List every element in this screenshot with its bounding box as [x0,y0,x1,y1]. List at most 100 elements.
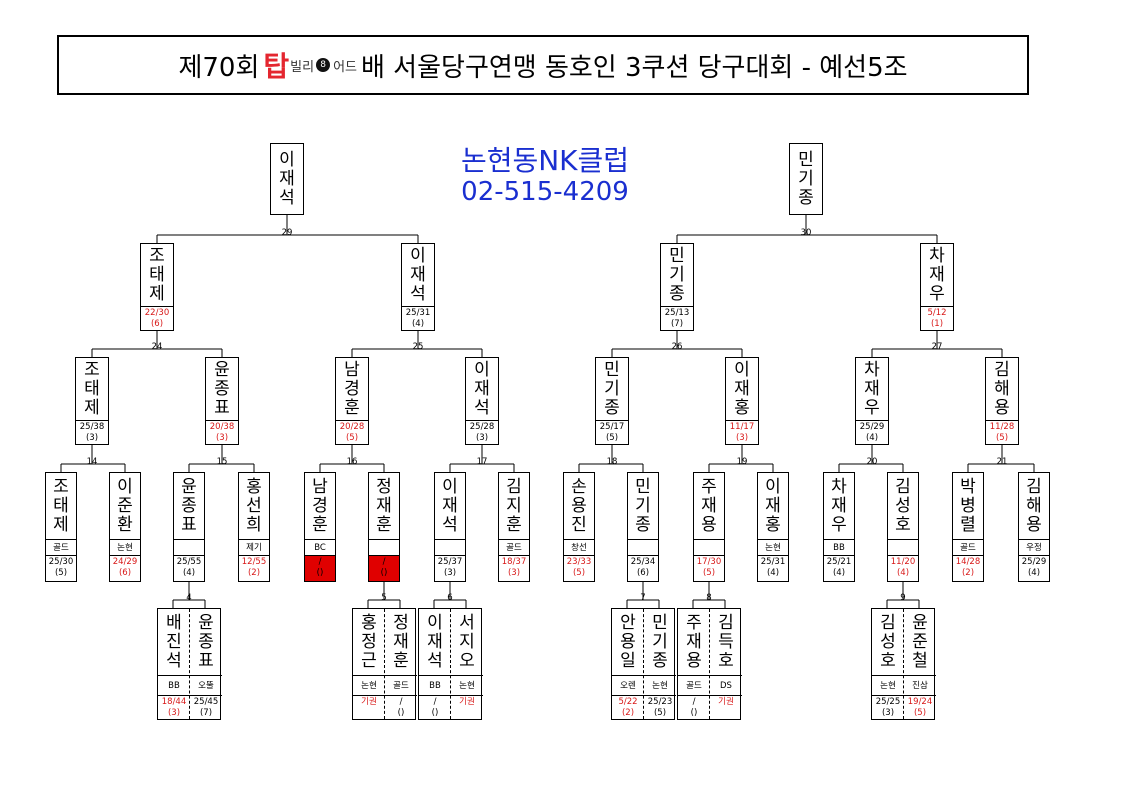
inning-value: (3) [167,708,181,718]
score-value: 25/25 [875,697,901,707]
match-number: 19 [736,457,748,467]
score-value: 11/28 [989,422,1015,432]
score-value: 24/29 [112,557,138,567]
score-value: 25/38 [79,422,105,432]
inning-value: () [380,568,388,578]
score-block: 25/21(4) [824,555,854,579]
score-value: 25/31 [760,557,786,567]
score-cell: 진삼 [904,675,936,695]
score-value: 22/30 [144,308,170,318]
score-value: 25/34 [630,557,656,567]
inning-value: (6) [150,319,164,329]
match-number: 20 [866,457,878,467]
score-cell: 골드 [678,675,710,695]
score-block: 기권 [710,695,742,721]
score-value: 25/37 [437,557,463,567]
inning-value: (3) [881,708,895,718]
score-block-filled: /() [305,555,335,581]
page-title: 제70회 탑 빌리 8 어드 배 서울당구연맹 동호인 3쿠션 당구대회 - 예… [59,37,1027,93]
score-value: 25/55 [176,557,202,567]
inning-value: (2) [961,568,975,578]
score-value: 11/17 [729,422,755,432]
score-value: 18/44 [161,697,187,707]
inning-value: (4) [182,568,196,578]
inning-value: () [397,708,405,718]
score-cell: 논현 [110,539,140,555]
score-value: / [382,557,386,567]
score-value: 5/22 [618,697,638,707]
score-cell [888,539,918,555]
score-block: 5/12(1) [921,306,953,330]
match-number: 17 [476,457,488,467]
match-number: 30 [800,228,812,238]
score-block: 25/37(3) [435,555,465,579]
pair-divider [384,609,385,719]
score-cell: 골드 [953,539,983,555]
score-value: 25/29 [859,422,885,432]
inning-value: (5) [572,568,586,578]
score-value: 25/29 [1021,557,1047,567]
match-number: 25 [412,342,424,352]
match-number: 15 [216,457,228,467]
inning-value: (3) [475,433,489,443]
score-block: 23/33(5) [564,555,594,579]
score-cell: BC [305,539,335,555]
score-block: /() [419,695,451,721]
match-number: 24 [151,342,163,352]
score-cell [628,539,658,555]
inning-value: (4) [1027,568,1041,578]
inning-value: (5) [54,568,68,578]
score-cell: BB [824,539,854,555]
score-value: 20/28 [339,422,365,432]
score-cell: 창선 [564,539,594,555]
score-block: 25/55(4) [174,555,204,579]
score-block: /() [678,695,710,721]
score-block: 11/17(3) [726,420,758,444]
score-value: 25/13 [664,308,690,318]
inning-value: (7) [670,319,684,329]
inning-value: (6) [118,568,132,578]
score-block-filled: /() [369,555,399,581]
pair-divider [189,609,190,719]
score-cell [174,539,204,555]
score-block: 25/31(4) [758,555,788,579]
title-suffix: 배 서울당구연맹 동호인 3쿠션 당구대회 - 예선5조 [361,52,908,83]
score-block: 11/28(5) [986,420,1018,444]
inning-value: (4) [411,319,425,329]
match-number: 18 [606,457,618,467]
score-block: 11/20(4) [888,555,918,579]
score-value: 25/21 [826,557,852,567]
score-value: 기권 [718,697,734,707]
